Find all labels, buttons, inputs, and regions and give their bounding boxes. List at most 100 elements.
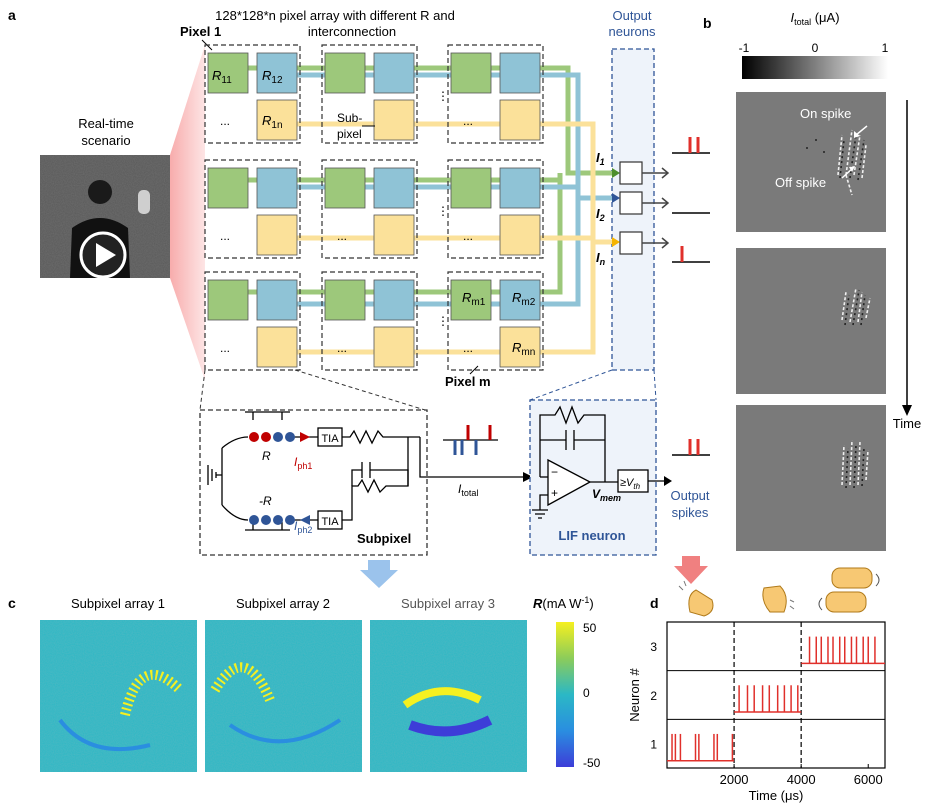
ellipsis: ... (220, 229, 230, 243)
pixel-block: ... (321, 271, 418, 371)
neuron-inputs (600, 168, 620, 247)
vertical-ellipsis-2: ⋮ (437, 204, 449, 218)
colorbar-c-tick-neg50: -50 (583, 756, 601, 770)
subpixel-blue (256, 279, 298, 321)
frame-1 (736, 92, 886, 232)
array-header-line1: 128*128*n pixel array with different R a… (215, 8, 455, 23)
subpixel-label-line2: pixel (337, 127, 362, 141)
subpixel-label-line1: Sub- (337, 111, 362, 125)
photodiode-top (249, 432, 295, 442)
subpixel-yellow (499, 326, 541, 368)
subpixel-blue (373, 279, 415, 321)
y-tick-label: 3 (650, 640, 657, 654)
output-spikes-label-line2: spikes (672, 505, 709, 520)
label-r-neg: -R (259, 494, 272, 508)
x-tick-label: 2000 (720, 772, 749, 787)
on-spike-arrowhead (854, 131, 860, 138)
colorbar-tick-min: -1 (739, 41, 750, 55)
tia-top: TIA (321, 433, 339, 445)
pixel-grid: ........................ (204, 44, 544, 371)
subpixel-green (450, 52, 492, 94)
pixel-block: ... (204, 159, 301, 259)
panel-label-a: a (8, 7, 16, 23)
lif-minus: − (551, 465, 558, 479)
subpixel-array-3 (370, 620, 527, 772)
time-label: Time (893, 416, 921, 431)
ellipsis: ... (220, 341, 230, 355)
ellipsis: ... (463, 341, 473, 355)
arrow-to-panel-c (360, 560, 398, 588)
itotal-arrow (523, 472, 533, 482)
scenario-label-line1: Real-time (78, 116, 134, 131)
on-spike-label: On spike (800, 106, 851, 121)
subpixel-green (450, 279, 492, 321)
subpixel-yellow (256, 99, 298, 141)
pixel-block: ... (447, 271, 544, 371)
scenario-glow (170, 45, 205, 380)
hand-spikes-2 (841, 287, 871, 326)
pixel1-label: Pixel 1 (180, 24, 221, 39)
subpixel-green (324, 279, 366, 321)
gesture-icon-wave (762, 585, 795, 613)
itotal-signal (443, 425, 498, 455)
pixel-block: ... (447, 44, 544, 144)
pixel-block: ... (321, 159, 418, 259)
array-header-line2: interconnection (308, 24, 396, 39)
gesture-icon-clap (678, 580, 714, 617)
x-tick-label: 4000 (787, 772, 816, 787)
pixel-block: ... (204, 44, 301, 144)
subpixel-blue (373, 52, 415, 94)
off-spike-label: Off spike (775, 175, 826, 190)
arrow-to-panel-d (674, 556, 708, 584)
lif-output-arrow (664, 476, 672, 486)
neuron-box-n (619, 231, 643, 255)
subpixel-circuit-title: Subpixel (357, 531, 411, 546)
panel-c-colorbar (556, 622, 574, 767)
subpixel-green (207, 279, 249, 321)
neuron-box-2 (619, 191, 643, 215)
colorbar-c-tick-0: 0 (583, 686, 590, 700)
pixelm-pointer (469, 365, 479, 375)
ellipsis: ... (463, 114, 473, 128)
subpixel-green (207, 52, 249, 94)
subpixel-yellow (256, 214, 298, 256)
output-neurons-label-line2: neurons (609, 24, 656, 39)
current-i1: I1 (596, 150, 605, 167)
label-itotal: Itotal (458, 482, 478, 498)
subpixel-blue (256, 167, 298, 209)
subpixel-yellow (499, 214, 541, 256)
lif-output-spikes (672, 439, 710, 456)
play-icon[interactable] (96, 243, 116, 267)
frame-3 (736, 405, 886, 551)
y-tick-label: 1 (650, 738, 657, 752)
lif-neuron-label: LIF neuron (558, 528, 625, 543)
scenario-label-line2: scenario (81, 133, 130, 148)
lif-zoom-right (653, 369, 657, 401)
ellipsis: ... (463, 229, 473, 243)
pixel-block: ... (204, 271, 301, 371)
lif-zoom-left (529, 369, 613, 401)
iph2-arrow (300, 515, 310, 525)
colorbar-c-tick-50: 50 (583, 621, 597, 635)
panel-label-d: d (650, 595, 659, 611)
y-axis-label: Neuron # (627, 667, 642, 721)
raster-frame (666, 621, 886, 769)
subpixel-array-2 (205, 620, 362, 772)
subpixel-yellow (373, 214, 415, 256)
subpixel-blue (499, 279, 541, 321)
x-tick-label: 6000 (854, 772, 883, 787)
neuron-output-arrows (642, 167, 670, 249)
lif-plus: + (551, 486, 558, 500)
subpixel-yellow (373, 326, 415, 368)
subpixel-green (324, 167, 366, 209)
subpixel-green (324, 52, 366, 94)
ellipsis: ... (337, 341, 347, 355)
panel-c-colorbar-label: R(mA W-1) (533, 595, 594, 611)
zoom-line-right (294, 369, 426, 411)
pixel-block: ... (447, 159, 544, 259)
subpixel-yellow (256, 326, 298, 368)
tia-bottom: TIA (321, 516, 339, 528)
output-spikes-label-line1: Output (670, 488, 709, 503)
